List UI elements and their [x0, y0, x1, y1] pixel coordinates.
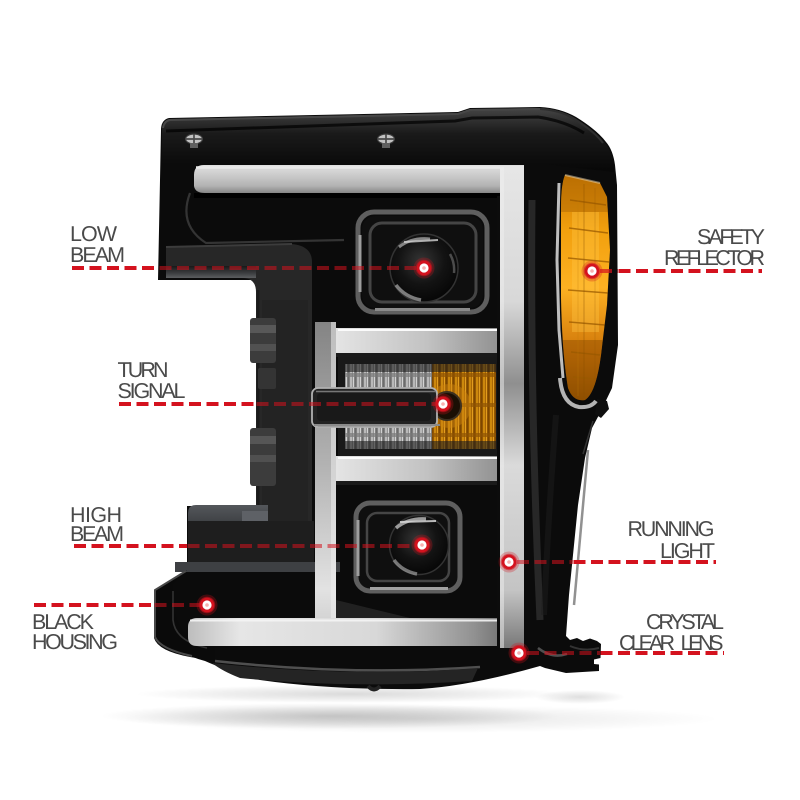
svg-text:CLEAR: CLEAR — [619, 631, 675, 655]
svg-text:TURN: TURN — [118, 358, 169, 382]
svg-text:REFLECTOR: REFLECTOR — [664, 246, 765, 270]
svg-text:CRYSTAL: CRYSTAL — [646, 610, 724, 634]
svg-text:RUNNING: RUNNING — [628, 517, 715, 541]
svg-text:LOW: LOW — [70, 222, 118, 246]
svg-text:LENS: LENS — [681, 631, 724, 655]
svg-text:SAFETY: SAFETY — [697, 225, 765, 249]
svg-text:LIGHT: LIGHT — [660, 539, 715, 563]
svg-text:HOUSING: HOUSING — [32, 630, 118, 654]
svg-text:BLACK: BLACK — [32, 610, 95, 634]
svg-text:BEAM: BEAM — [70, 522, 124, 546]
svg-text:SIGNAL: SIGNAL — [118, 379, 186, 403]
svg-text:BEAM: BEAM — [70, 243, 125, 267]
svg-text:HIGH: HIGH — [70, 503, 122, 527]
